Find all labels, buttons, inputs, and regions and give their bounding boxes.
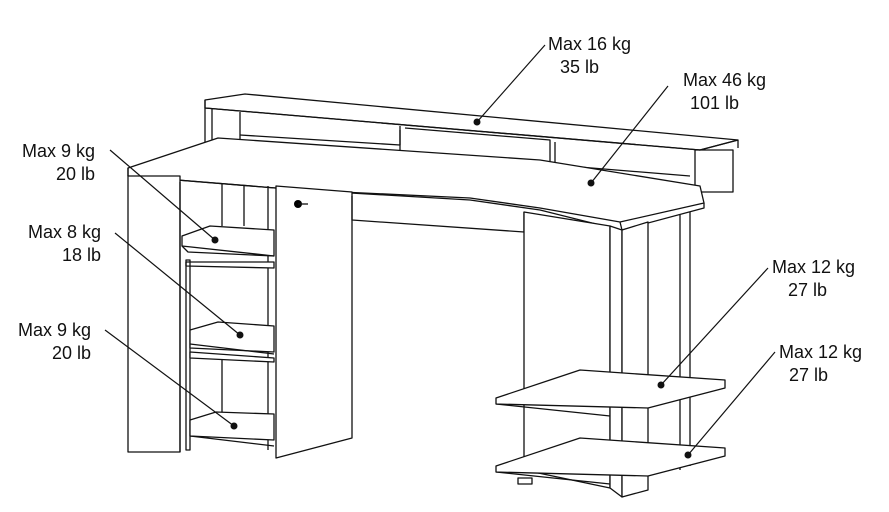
label-kg: Max 46 kg bbox=[683, 70, 767, 90]
label-lb: 27 lb bbox=[788, 280, 828, 300]
label-kg: Max 8 kg bbox=[28, 222, 102, 242]
label-kg: Max 12 kg bbox=[779, 342, 863, 362]
label-kg: Max 9 kg bbox=[22, 141, 96, 161]
label-kg: Max 9 kg bbox=[18, 320, 92, 340]
load-label-desktop: Max 46 kg 101 lb bbox=[683, 69, 766, 115]
load-label-right-shelf-upper: Max 12 kg 27 lb bbox=[772, 256, 855, 302]
label-lb: 18 lb bbox=[61, 245, 102, 265]
label-kg: Max 16 kg bbox=[548, 34, 632, 54]
load-label-left-shelf-middle: Max 8 kg 18 lb bbox=[28, 221, 101, 267]
load-label-left-shelf-bottom: Max 9 kg 20 lb bbox=[18, 319, 91, 365]
label-kg: Max 12 kg bbox=[772, 257, 856, 277]
label-lb: 101 lb bbox=[690, 93, 740, 113]
load-label-left-shelf-upper: Max 9 kg 20 lb bbox=[22, 140, 95, 186]
leader-lines bbox=[104, 44, 776, 459]
load-label-right-shelf-lower: Max 12 kg 27 lb bbox=[779, 341, 862, 387]
label-lb: 27 lb bbox=[789, 365, 829, 385]
label-lb: 20 lb bbox=[55, 164, 96, 184]
load-label-top-shelf: Max 16 kg 35 lb bbox=[548, 33, 631, 79]
label-lb: 35 lb bbox=[560, 57, 600, 77]
label-lb: 20 lb bbox=[51, 343, 92, 363]
